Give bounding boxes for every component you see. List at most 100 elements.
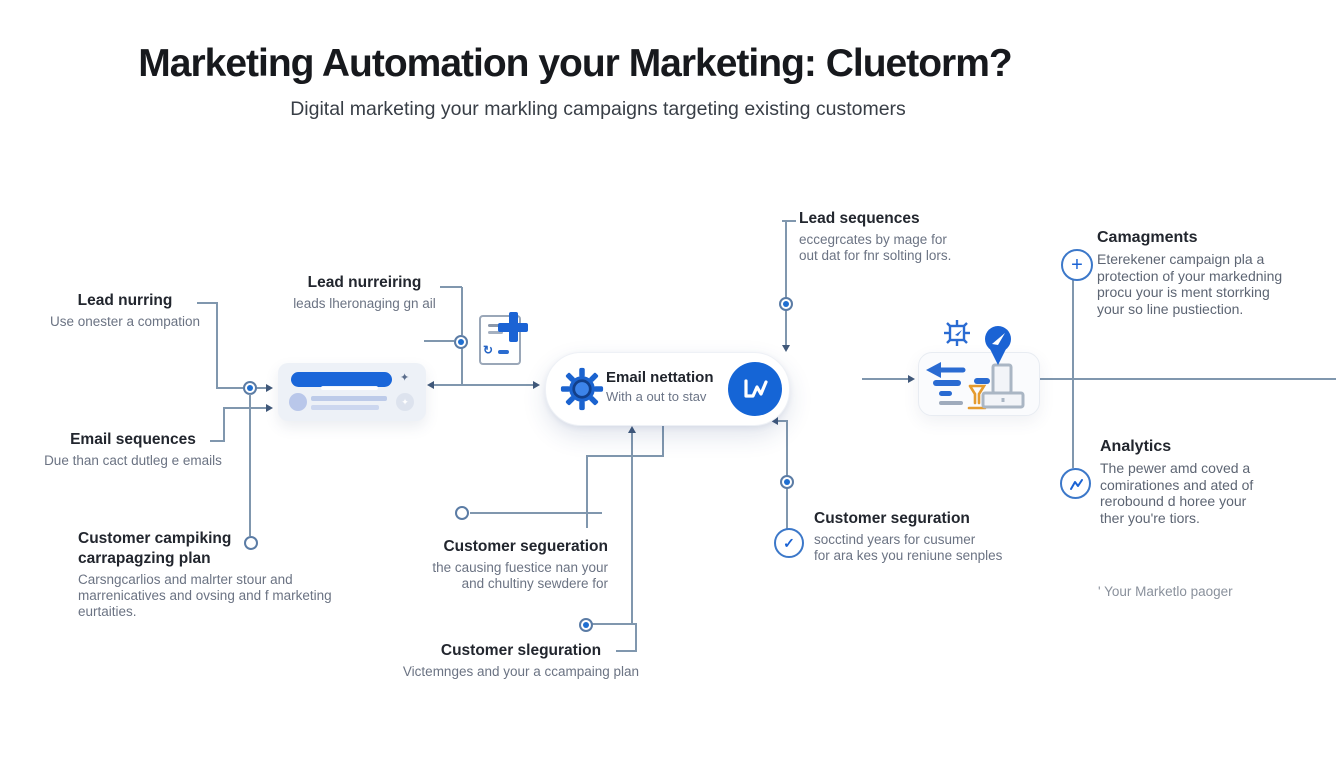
email-automation-pill: Email nettation With a out to stav [545, 352, 790, 426]
connector-line [591, 623, 637, 625]
junction-node [454, 335, 468, 349]
gear-square-icon [944, 320, 970, 346]
connector-line [1072, 277, 1074, 468]
arrowhead [782, 345, 790, 352]
node-camagments: Camagments Eterekener campaign pla a pro… [1097, 228, 1312, 317]
node-body: Carsngcarlios and malrter stour and marr… [78, 572, 332, 619]
node-lead-sequences: Lead sequences eccegrcates by mage for o… [799, 209, 1024, 264]
node-body-line1: The pewer amd coved a [1100, 460, 1251, 476]
connector-line [249, 394, 251, 536]
node-title: Email sequences [70, 431, 196, 448]
arrowhead [771, 417, 778, 425]
arrowhead [266, 384, 273, 392]
plus-circle-icon: + [1061, 249, 1093, 281]
connector-line [616, 650, 637, 652]
node-body-line4: your so line pustiection. [1097, 300, 1244, 317]
node-title: Lead nurring [77, 292, 173, 309]
card-header-dash [321, 386, 378, 390]
chart-glyph [744, 379, 768, 398]
plus-glyph: + [1071, 253, 1083, 276]
node-customer-sleguration: Customer sleguration Victemnges and your… [391, 641, 651, 680]
node-body: Victemnges and your a ccampaing plan [402, 664, 640, 679]
node-title: Lead nurreiring [307, 274, 422, 291]
avatar [289, 393, 307, 411]
pill-title: Email nettation [606, 369, 714, 386]
connector-line [210, 440, 225, 442]
connector-line [433, 384, 535, 386]
pin-send-icon [985, 326, 1011, 365]
connector-line [223, 407, 266, 409]
connector-line [470, 512, 602, 514]
node-title: Customer seguration [814, 510, 970, 527]
connector-line [461, 348, 463, 385]
node-lead-nurring: Lead nurring Use onester a compation [25, 291, 225, 330]
junction-node [579, 618, 593, 632]
junction-node [243, 381, 257, 395]
sparkle-glyph: ✦ [401, 396, 409, 407]
connector-line [440, 286, 462, 288]
mini-chart-icon [1069, 478, 1083, 490]
connector-line [197, 302, 218, 304]
gear-icon [560, 367, 604, 411]
footnote: ' Your Marketlo paoger [1098, 584, 1233, 599]
workflow-shapes [926, 362, 1025, 410]
connector-line [662, 424, 664, 457]
node-email-sequences: Email sequences Due than cact dutleg e e… [33, 430, 233, 469]
sparkle-badge-icon: ✦ [396, 393, 414, 411]
node-body-line1: the causing fuestice nan your [432, 560, 608, 575]
pill-subtitle: With a out to stav [606, 389, 707, 404]
refresh-glyph: ↻ [483, 343, 494, 357]
node-body-line3: procu your is ment storrking [1097, 284, 1270, 300]
arrowhead [533, 381, 540, 389]
node-customer-seguration: Customer seguration socctind years for c… [814, 509, 1039, 564]
connector-line [785, 221, 787, 348]
card-text-line [311, 396, 387, 401]
connector-line [631, 433, 633, 625]
doc-line [488, 331, 503, 334]
connector-line [1038, 378, 1336, 380]
check-glyph: ✓ [783, 534, 795, 551]
node-body-line2: protection of your markedning [1097, 267, 1283, 284]
node-customer-campiking: Customer campiking carrapagzing plan Car… [78, 529, 363, 620]
node-title: Camagments [1097, 229, 1198, 246]
node-title-line1: Customer campiking [78, 530, 232, 547]
connector-line [216, 387, 266, 389]
arrowhead [628, 426, 636, 433]
node-body-line2: and chultiny sewdere for [461, 576, 608, 591]
node-body-line2: comirationes and ated of [1100, 476, 1254, 493]
junction-node [780, 475, 794, 489]
node-body-line1: Eterekener campaign pla a [1097, 251, 1265, 267]
analytics-circle-icon [1060, 468, 1091, 499]
node-title-line2: carrapagzing plan [78, 550, 211, 567]
email-preview-card: ✦ ✦ [278, 363, 426, 421]
check-circle-icon: ✓ [774, 528, 804, 558]
node-body-line2: for ara kes you reniune senples [814, 548, 1003, 563]
node-title: Customer segueration [443, 538, 608, 555]
junction-node [244, 536, 258, 550]
connector-line [424, 340, 454, 342]
arrowhead [908, 375, 915, 383]
node-customer-segueration: Customer segueration the causing fuestic… [380, 537, 608, 592]
node-body: Use onester a compation [49, 314, 201, 329]
node-body-line2: out dat for fnr solting lors. [799, 248, 952, 263]
arrowhead [266, 404, 273, 412]
node-title: Lead sequences [799, 210, 920, 227]
plus-icon [509, 312, 518, 342]
page-title: Marketing Automation your Marketing: Clu… [138, 42, 1012, 85]
node-body: Due than cact dutleg e emails [44, 453, 222, 468]
node-body-line4: ther you're tiors. [1100, 509, 1200, 526]
card-text-line [311, 405, 379, 410]
junction-node [455, 506, 469, 520]
node-body-line1: eccegrcates by mage for [799, 232, 947, 247]
sparkle-icon: ✦ [400, 372, 410, 384]
connector-line [862, 378, 910, 380]
node-lead-nurreiring: Lead nurreiring leads lheronaging gn ail [272, 273, 457, 312]
card-header-bar [291, 372, 392, 390]
workflow-icons-card [918, 352, 1040, 416]
connector-line [586, 455, 588, 528]
connector-line [778, 420, 788, 422]
connector-line [586, 455, 664, 457]
node-body: leads lheronaging gn ail [293, 296, 436, 311]
connector-line [461, 287, 463, 335]
